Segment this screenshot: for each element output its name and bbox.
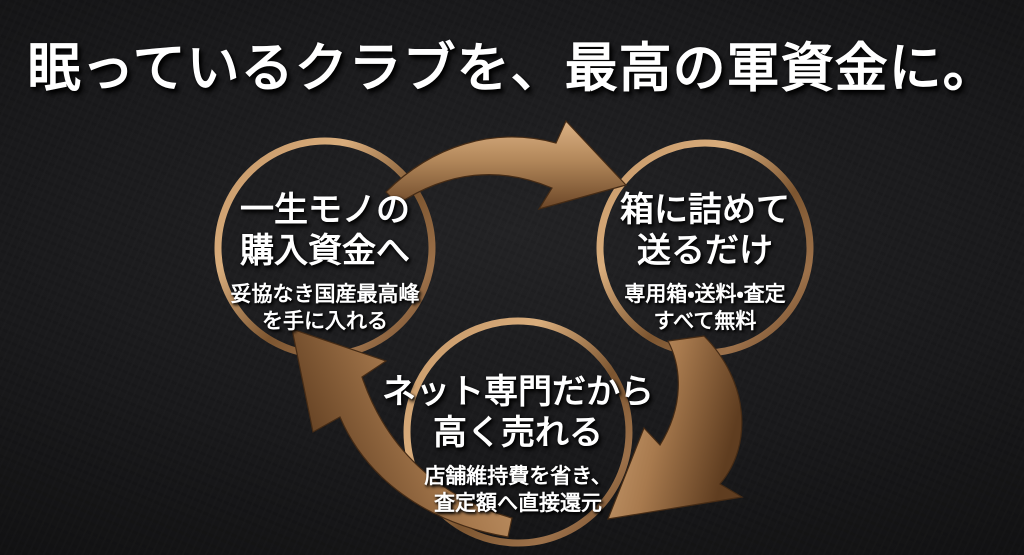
step-title: 一生モノの 購入資金へ: [165, 190, 485, 272]
step-title-line1: 箱に詰めて: [620, 191, 790, 229]
step-subtitle: 妥協なき国産最高峰 を手に入れる: [165, 281, 485, 336]
page-title: 眠っているクラブを、最高の軍資金に。: [27, 39, 997, 98]
cycle-ring-step3: [403, 317, 633, 547]
step-subtitle: 店舗維持費を省き、 査定額へ直接還元: [358, 463, 678, 518]
step-title: ネット専門だから 高く売れる: [358, 372, 678, 454]
step-title-line2: 購入資金へ: [240, 231, 410, 270]
step-title-line2: 高く売れる: [433, 413, 603, 452]
cycle-step-purchase-funds: 一生モノの 購入資金へ 妥協なき国産最高峰 を手に入れる: [165, 190, 485, 335]
step-subtitle-line2: を手に入れる: [262, 309, 388, 333]
arrow-right-icon: [385, 119, 628, 210]
step-subtitle-line2: 査定額へ直接還元: [434, 491, 602, 515]
cycle-step-sell-high-online: ネット専門だから 高く売れる 店舗維持費を省き、 査定額へ直接還元: [358, 372, 678, 517]
cycle-step-pack-and-send: 箱に詰めて 送るだけ 専用箱・送料・査定 すべて無料: [545, 190, 865, 335]
step-title-line2: 送るだけ: [637, 231, 773, 270]
step-subtitle-line2: すべて無料: [653, 309, 757, 333]
step-title-line1: 一生モノの: [240, 191, 410, 229]
step-subtitle-line1: 妥協なき国産最高峰: [230, 282, 420, 306]
step-title-line1: ネット専門だから: [382, 373, 654, 411]
arrow-up-left-icon: [291, 328, 513, 538]
step-subtitle-line1: 店舗維持費を省き、: [424, 464, 612, 488]
step-subtitle-line1: 専用箱・送料・査定: [624, 282, 786, 306]
arrow-down-left-icon: [607, 335, 744, 520]
step-subtitle: 専用箱・送料・査定 すべて無料: [545, 281, 865, 336]
step-title: 箱に詰めて 送るだけ: [545, 190, 865, 272]
